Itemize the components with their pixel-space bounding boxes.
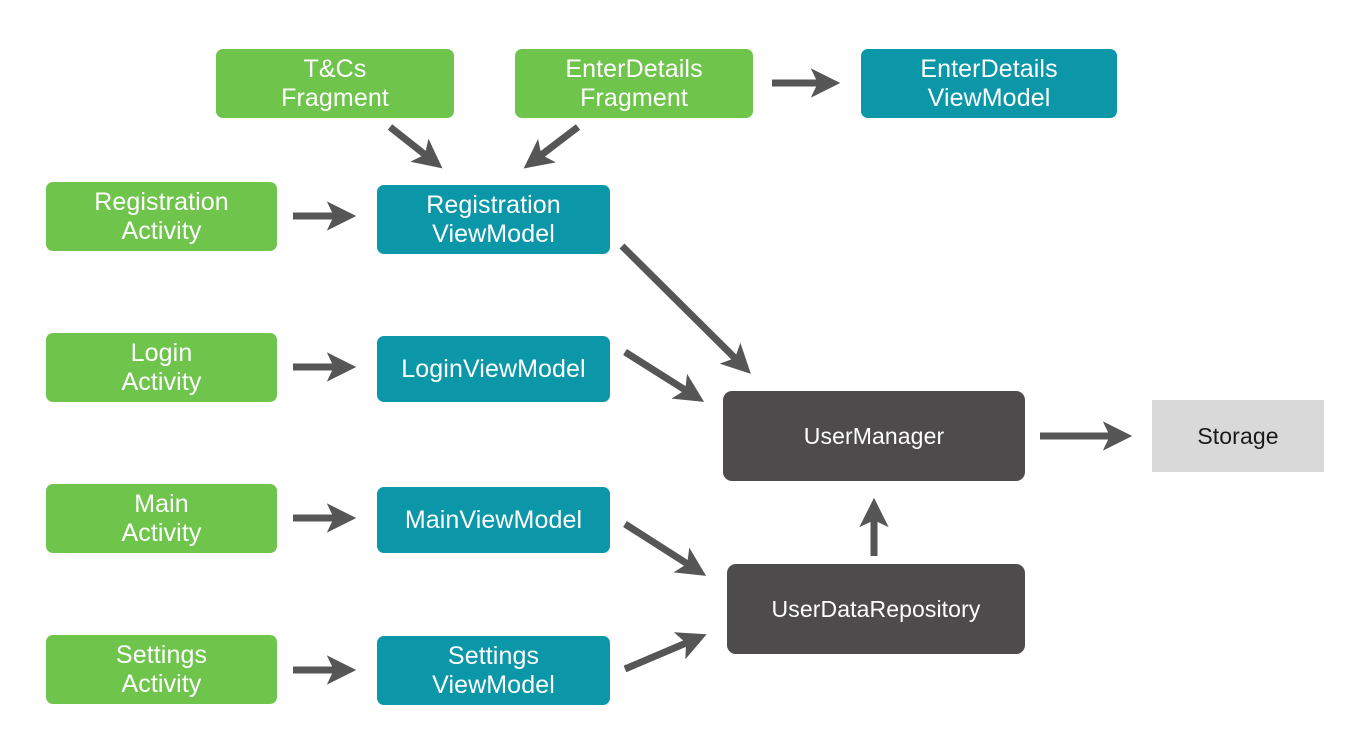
arrow-registration-viewmodel-to-usermanager [619,243,751,374]
node-registration-viewmodel[interactable]: Registration ViewModel [377,185,610,254]
arrow-settings-viewmodel-to-repository [623,632,707,673]
node-usermanager[interactable]: UserManager [723,391,1025,481]
arrow-enterdetails-fragment-to-registration-viewmodel [523,124,581,169]
node-userdatarepository[interactable]: UserDataRepository [727,564,1025,654]
arrow-tcs-to-registration-viewmodel [387,124,443,169]
node-tcs-fragment[interactable]: T&Cs Fragment [216,49,454,118]
node-login-viewmodel[interactable]: LoginViewModel [377,336,610,402]
arrow-login-viewmodel-to-usermanager [623,349,705,402]
node-enterdetails-fragment[interactable]: EnterDetails Fragment [515,49,753,118]
arrow-main-viewmodel-to-repository [623,521,707,576]
node-settings-activity[interactable]: Settings Activity [46,635,277,704]
node-registration-activity[interactable]: Registration Activity [46,182,277,251]
node-settings-viewmodel[interactable]: Settings ViewModel [377,636,610,705]
node-login-activity[interactable]: Login Activity [46,333,277,402]
node-enterdetails-viewmodel[interactable]: EnterDetails ViewModel [861,49,1117,118]
node-main-viewmodel[interactable]: MainViewModel [377,487,610,553]
node-main-activity[interactable]: Main Activity [46,484,277,553]
node-storage[interactable]: Storage [1152,400,1324,472]
